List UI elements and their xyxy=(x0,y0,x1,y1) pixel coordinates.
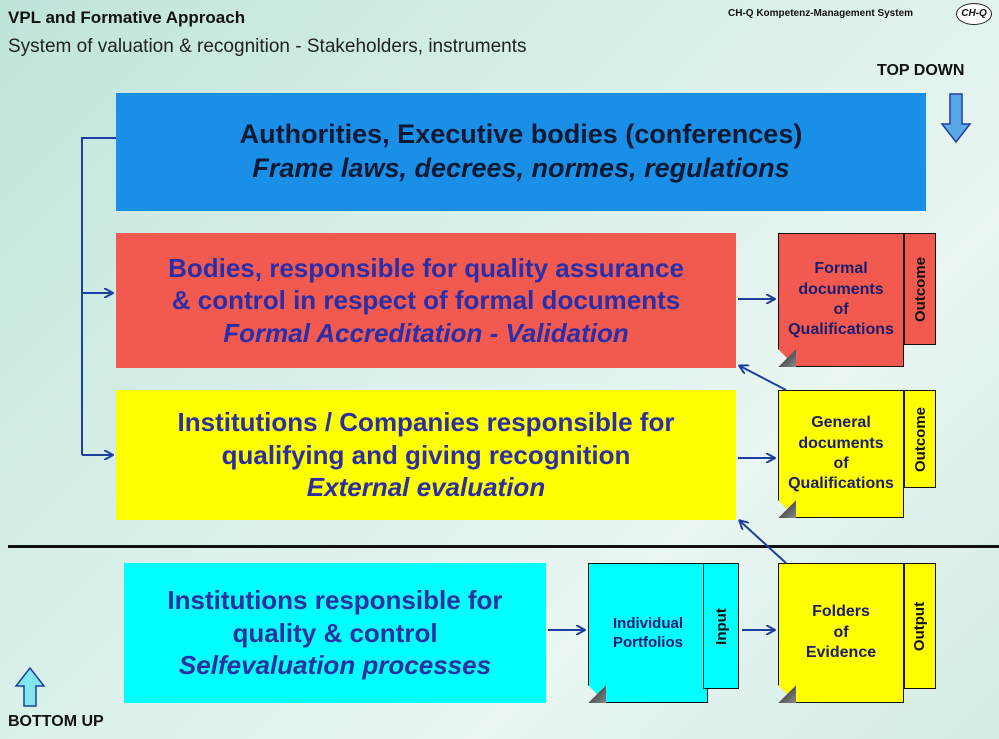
outcome-tag: Outcome xyxy=(904,390,936,488)
brand-name: CH-Q Kompetenz-Management System xyxy=(728,8,914,19)
folders-of-evidence-card: Folders of Evidence Output xyxy=(778,563,936,703)
top-down-arrow-icon xyxy=(940,93,972,144)
self-evaluation-panel: Institutions responsible for quality & c… xyxy=(124,563,546,703)
quality-subtitle: Formal Accreditation - Validation xyxy=(223,317,629,348)
quality-title-line1: Bodies, responsible for quality assuranc… xyxy=(168,252,684,283)
portfolios-fold xyxy=(588,685,606,703)
bottom-up-label: BOTTOM UP xyxy=(8,713,104,730)
evidence-line1: Folders xyxy=(812,603,870,621)
institutions-panel: Institutions / Companies responsible for… xyxy=(116,390,736,520)
general-doc-line4: Qualifications xyxy=(788,475,894,493)
general-documents-sheet: General documents of Qualifications xyxy=(778,390,904,518)
general-documents-card: General documents of Qualifications Outc… xyxy=(778,390,936,518)
formal-doc-fold xyxy=(778,349,796,367)
quality-bodies-panel: Bodies, responsible for quality assuranc… xyxy=(116,233,736,368)
brand-logo: CH-Q xyxy=(956,3,992,25)
evidence-line3: Evidence xyxy=(805,644,877,662)
formal-doc-line2: documents xyxy=(798,280,884,298)
folders-of-evidence-sheet: Folders of Evidence xyxy=(778,563,904,703)
general-doc-line3: of xyxy=(833,455,849,472)
institutions-subtitle: External evaluation xyxy=(306,472,546,503)
formal-doc-line3: of xyxy=(833,301,849,318)
page-subtitle: System of valuation & recognition - Stak… xyxy=(8,36,527,57)
authorities-title: Authorities, Executive bodies (conferenc… xyxy=(239,119,803,150)
page-title: VPL and Formative Approach xyxy=(8,8,246,27)
evidence-fold xyxy=(778,685,796,703)
general-doc-line1: General xyxy=(811,414,871,432)
institutions-title-line1: Institutions / Companies responsible for xyxy=(177,407,675,438)
output-tag: Output xyxy=(904,563,936,689)
self-title-line2: quality & control xyxy=(232,617,438,648)
individual-portfolios-sheet: Individual Portfolios xyxy=(588,563,708,703)
formal-documents-sheet: Formal documents of Qualifications xyxy=(778,233,904,367)
formal-documents-card: Formal documents of Qualifications Outco… xyxy=(778,233,936,367)
general-doc-fold xyxy=(778,500,796,518)
authorities-subtitle: Frame laws, decrees, normes, regulations xyxy=(252,153,790,183)
general-doc-line2: documents xyxy=(798,434,884,452)
formal-doc-line1: Formal xyxy=(814,260,868,278)
left-bracket-connector xyxy=(81,137,116,455)
portfolios-line2: Portfolios xyxy=(612,634,683,651)
evidence-line2: of xyxy=(833,623,849,641)
outcome-tag: Outcome xyxy=(904,233,936,345)
bottom-up-arrow-icon xyxy=(14,666,46,707)
arrow-general-to-quality xyxy=(740,366,787,391)
individual-portfolios-card: Individual Portfolios Input xyxy=(588,563,740,703)
top-down-label: TOP DOWN xyxy=(877,62,965,79)
formal-doc-line4: Qualifications xyxy=(788,321,894,339)
arrow-evidence-to-institutions xyxy=(740,521,787,564)
portfolios-line1: Individual xyxy=(612,614,683,632)
institutions-title-line2: qualifying and giving recognition xyxy=(221,439,631,470)
divider-line xyxy=(8,545,999,548)
authorities-panel: Authorities, Executive bodies (conferenc… xyxy=(116,93,926,211)
self-subtitle: Selfevaluation processes xyxy=(178,650,492,681)
self-title-line1: Institutions responsible for xyxy=(167,585,503,616)
quality-title-line2: & control in respect of formal documents xyxy=(171,285,681,316)
input-tag: Input xyxy=(703,563,739,689)
